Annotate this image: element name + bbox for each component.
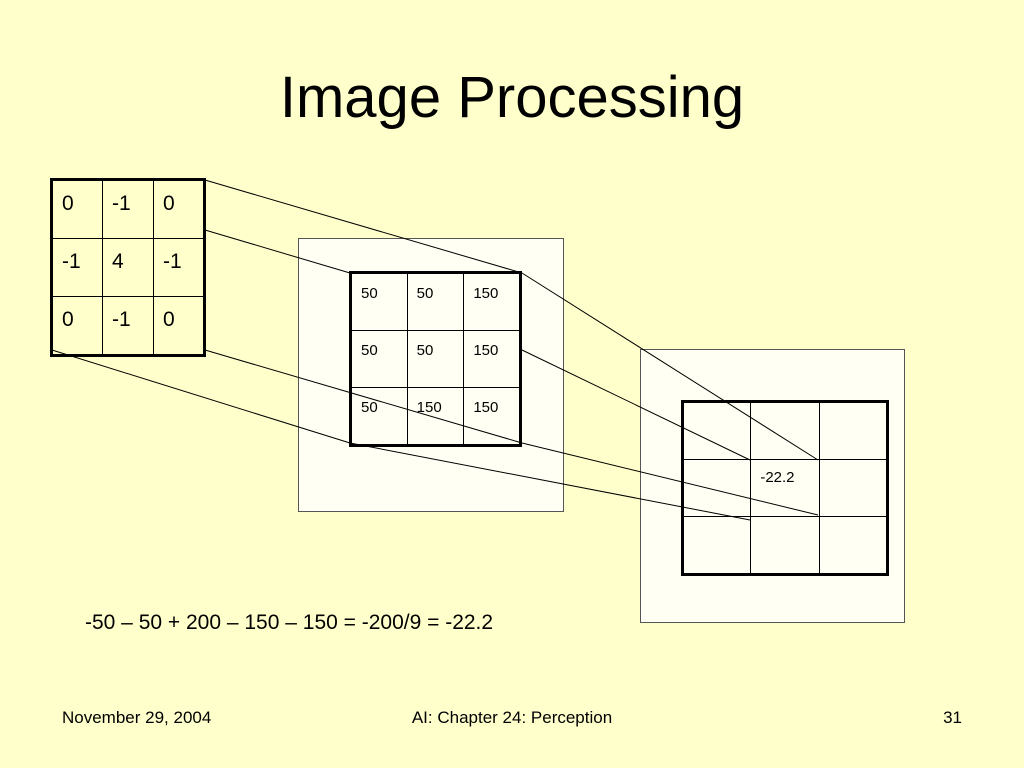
kernel-cell: 0: [51, 296, 103, 356]
kernel-cell: 4: [102, 238, 154, 297]
output-cell: [750, 516, 820, 575]
output-cell: [681, 401, 752, 460]
output-cell: [681, 459, 752, 517]
kernel-cell: 0: [153, 179, 205, 239]
slide-title: Image Processing: [279, 65, 745, 130]
footer-page-number: 31: [943, 708, 962, 727]
image-cell: 150: [406, 387, 465, 446]
image-cell: 50: [350, 387, 408, 446]
kernel-row: -1 4 -1: [51, 238, 205, 297]
image-cell: 150: [463, 387, 521, 446]
output-cell: [818, 459, 889, 517]
kernel-cell: 0: [51, 179, 103, 239]
image-cell: 50: [350, 330, 408, 388]
image-row: 50 50 150: [350, 272, 521, 331]
kernel-cell: -1: [153, 238, 205, 297]
image-patch-matrix: 50 50 150 50 50 150 50 150 150: [349, 271, 522, 447]
output-cell: [681, 516, 752, 575]
image-cell: 150: [463, 272, 521, 331]
kernel-row: 0 -1 0: [51, 179, 205, 239]
image-row: 50 150 150: [350, 387, 521, 446]
kernel-cell: -1: [102, 179, 154, 239]
output-cell: [750, 401, 820, 460]
output-row: [681, 516, 889, 575]
kernel-cell: -1: [102, 296, 154, 356]
footer-course: AI: Chapter 24: Perception: [411, 708, 613, 727]
output-row: [681, 401, 889, 460]
image-cell: 150: [463, 330, 521, 388]
output-row: -22.2: [681, 459, 889, 517]
image-cell: 50: [406, 330, 465, 388]
output-cell: [818, 516, 889, 575]
image-cell: 50: [406, 272, 465, 331]
kernel-row: 0 -1 0: [51, 296, 205, 356]
output-cell: [818, 401, 889, 460]
kernel-matrix: 0 -1 0 -1 4 -1 0 -1 0: [50, 178, 206, 357]
equation: -50 – 50 + 200 – 150 – 150 = -200/9 = -2…: [85, 611, 494, 634]
image-cell: 50: [350, 272, 408, 331]
footer-date: November 29, 2004: [62, 708, 212, 727]
output-cell-result: -22.2: [750, 459, 820, 517]
kernel-cell: 0: [153, 296, 205, 356]
image-row: 50 50 150: [350, 330, 521, 388]
output-matrix: -22.2: [681, 400, 889, 576]
kernel-cell: -1: [51, 238, 103, 297]
